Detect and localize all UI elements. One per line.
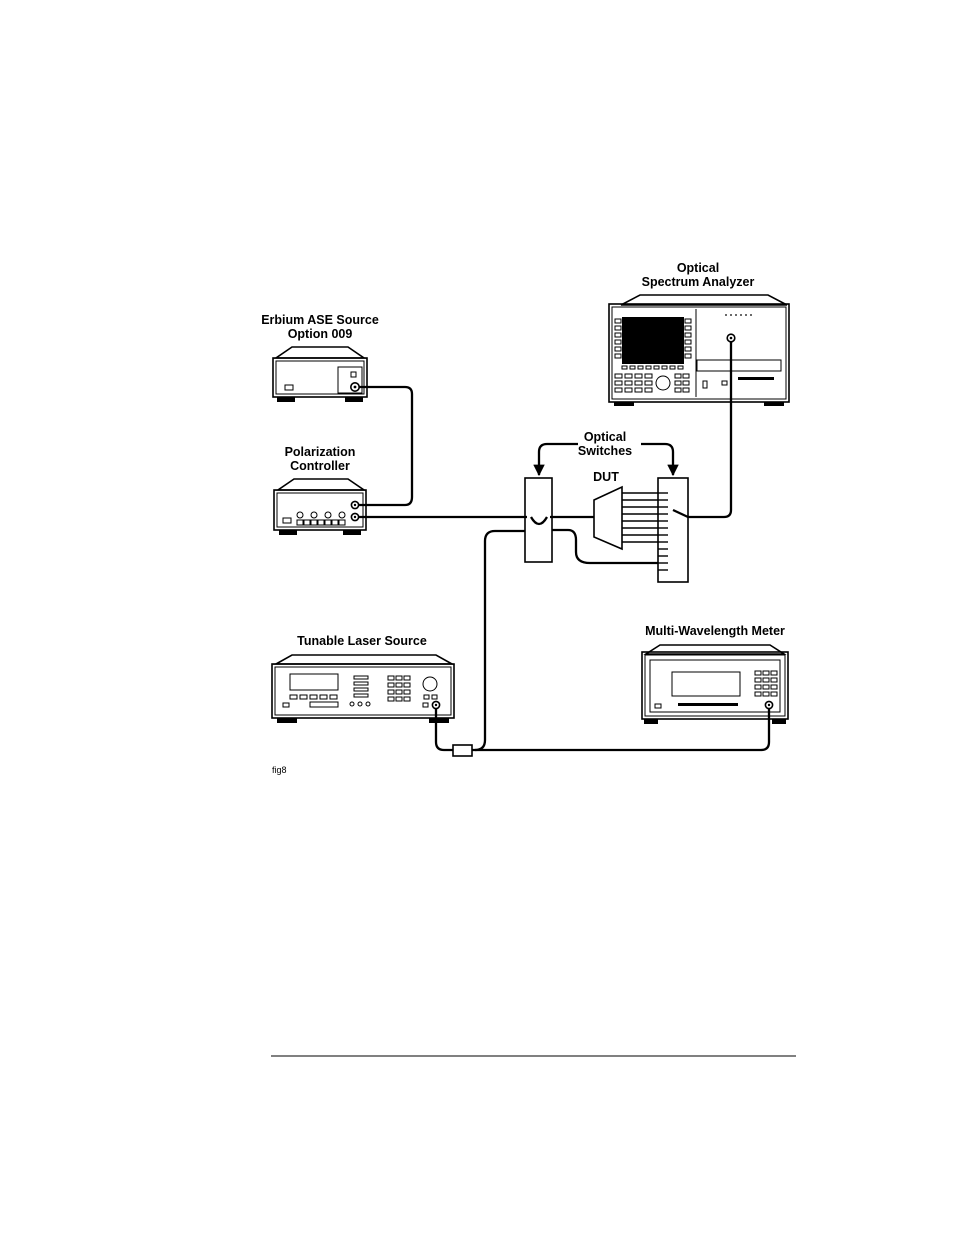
switches-label-line1: Optical [584,430,626,444]
dut [594,487,658,549]
switch-arrow-right [641,444,673,475]
cable-tls-to-switch [475,531,525,750]
figure-id: fig8 [272,765,287,775]
osa-label-line2: Spectrum Analyzer [642,275,755,289]
erbium-label-line1: Erbium ASE Source [261,313,379,327]
osa-label-line1: Optical [677,261,719,275]
polarization-controller [274,479,366,535]
osa-indicator-dots [725,314,752,316]
optical-switch-input [525,478,552,562]
cable-switch-to-osa [688,342,731,517]
erbium-ase-source [273,347,367,402]
polarization-label-line2: Controller [290,459,350,473]
cable-coupler-to-mwm [472,709,769,750]
osa-keypad [615,374,689,392]
tunable-laser-source [272,655,454,723]
switches-label-line2: Switches [578,444,632,458]
osa-display [622,317,684,364]
multi-wavelength-meter [642,645,788,724]
fiber-coupler [453,745,472,756]
optical-spectrum-analyzer [609,295,789,406]
tunable-laser-label: Tunable Laser Source [297,634,427,648]
erbium-label-line2: Option 009 [288,327,353,341]
cable-erbium-to-polarization [359,387,412,505]
mwm-label: Multi-Wavelength Meter [645,624,785,638]
optical-switch-output [658,478,688,582]
switch-arrow-left [539,444,578,475]
polarization-label-line1: Polarization [285,445,356,459]
dut-label: DUT [593,470,619,484]
